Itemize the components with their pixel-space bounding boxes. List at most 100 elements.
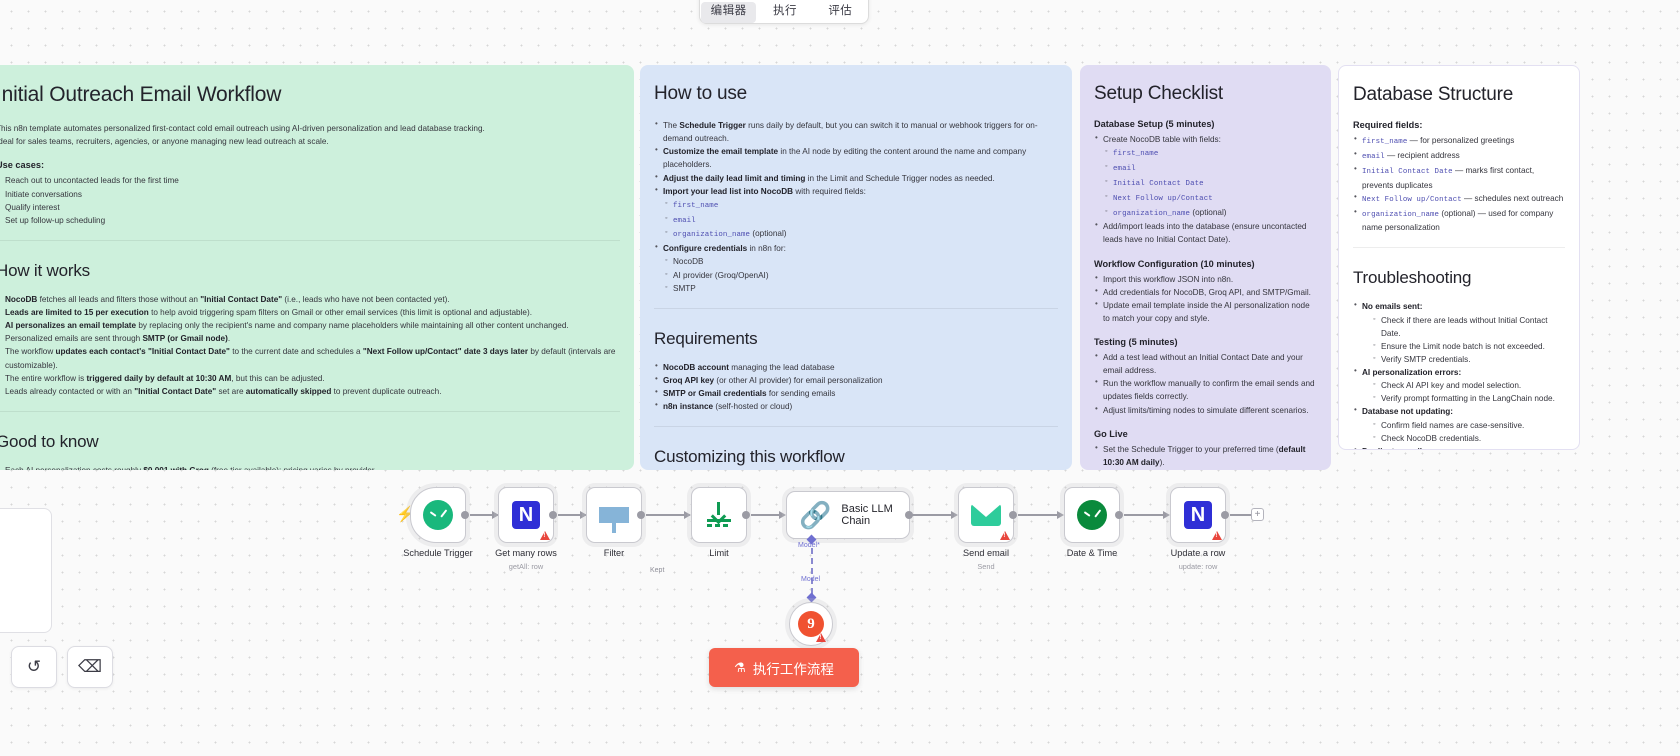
list-item: Personalized emails are sent through SMT…	[0, 332, 620, 345]
output-port[interactable]	[905, 511, 913, 519]
output-port[interactable]	[742, 511, 750, 519]
testing-list: Add a test lead without an Initial Conta…	[1094, 350, 1317, 417]
model-label-top: Model*	[798, 542, 820, 549]
troubleshooting-subitems: Check if there are leads without Initial…	[1372, 314, 1565, 367]
output-port[interactable]	[1009, 511, 1017, 519]
tab-editor[interactable]: 编辑器	[701, 2, 757, 23]
database-setup-item2: Add/import leads into the database (ensu…	[1094, 219, 1317, 246]
list-item: Confirm field names are case-sensitive.	[1372, 419, 1565, 432]
sticky-note-setup-checklist[interactable]: Setup Checklist Database Setup (5 minute…	[1080, 65, 1331, 470]
list-item: Add credentials for NocoDB, Groq API, an…	[1094, 285, 1317, 299]
edge-arrow	[1163, 510, 1170, 519]
usecases-heading: Use cases:	[0, 160, 45, 171]
list-item: NocoDB fetches all leads and filters tho…	[0, 293, 620, 306]
add-node-button[interactable]: +	[1251, 508, 1264, 521]
node-limit[interactable]: Limit	[691, 487, 750, 558]
output-port[interactable]	[461, 511, 469, 519]
testing-heading: Testing (5 minutes)	[1094, 337, 1178, 348]
go-live-list: Set the Schedule Trigger to your preferr…	[1094, 442, 1317, 470]
edge	[1230, 514, 1252, 516]
funnel-icon	[599, 507, 629, 533]
how-it-works-heading: How it works	[0, 260, 90, 280]
output-port[interactable]	[1221, 511, 1229, 519]
edge	[912, 514, 956, 516]
list-item: Customize the email template in the AI n…	[654, 144, 1058, 171]
list-item: Update email template inside the AI pers…	[1094, 298, 1317, 325]
node-date-time[interactable]: Date & Time	[1064, 487, 1123, 558]
setup-checklist-heading: Setup Checklist	[1094, 83, 1224, 104]
database-setup-item: Create NocoDB table with fields:	[1094, 132, 1317, 146]
sticky-note-overview[interactable]: Initial Outreach Email Workflow This n8n…	[0, 65, 634, 470]
troubleshooting-group: AI personalization errors:Check AI API k…	[1353, 365, 1565, 405]
pin-button[interactable]: ⌫	[67, 646, 113, 688]
required-fields-list: first_nameemailorganization_name (option…	[664, 198, 1058, 243]
node-groq-chat-model[interactable]: 9 Groq Chat Model	[776, 602, 846, 661]
list-item: Import your lead list into NocoDB with r…	[654, 184, 1058, 198]
sticky-note-database-structure[interactable]: Database Structure Required fields: firs…	[1338, 65, 1580, 450]
list-item: AI personalizes an email template by rep…	[0, 319, 620, 332]
top-tab-strip[interactable]: 编辑器 执行 评估	[699, 0, 869, 24]
list-item: first_name	[664, 198, 1058, 213]
output-port[interactable]	[549, 511, 557, 519]
go-live-heading: Go Live	[1094, 428, 1128, 439]
edge-arrow	[684, 510, 691, 519]
node-send-email[interactable]: Send email Send	[958, 487, 1017, 571]
execute-workflow-button[interactable]: ⚗ 执行工作流程	[709, 648, 859, 687]
list-item: first_name	[1104, 146, 1317, 161]
node-schedule-trigger[interactable]: Schedule Trigger	[403, 487, 473, 558]
good-to-know-list: Each AI personalization costs roughly $0…	[0, 464, 620, 470]
db-required-fields-list: first_name — for personalized greetingse…	[1353, 133, 1565, 234]
list-item: NocoDB account managing the lead databas…	[654, 360, 1058, 374]
tab-evaluations[interactable]: 评估	[828, 5, 853, 17]
warning-icon	[540, 531, 550, 540]
list-item: first_name — for personalized greetings	[1353, 133, 1565, 149]
list-item: Check AI API key and model selection.	[1372, 379, 1565, 392]
usecases-list: Reach out to uncontacted leads for the f…	[0, 174, 620, 227]
node-label: Get many rows	[495, 548, 557, 558]
node-label: Date & Time	[1066, 548, 1118, 558]
database-setup-heading: Database Setup (5 minutes)	[1094, 119, 1215, 129]
list-item: n8n instance (self-hosted or cloud)	[654, 399, 1058, 413]
list-item: organization_name (optional)	[1104, 206, 1317, 221]
list-item: Set the Schedule Trigger to your preferr…	[1094, 442, 1317, 469]
troubleshooting-subitems: Confirm field names are case-sensitive.C…	[1372, 419, 1565, 445]
list-item: Add/import leads into the database (ensu…	[1094, 219, 1317, 246]
node-get-many-rows[interactable]: N Get many rows getAll: row	[495, 487, 557, 571]
list-item: Initiate conversations	[0, 188, 620, 201]
sticky-note-how-to-use[interactable]: How to use The Schedule Trigger runs dai…	[640, 65, 1072, 470]
list-item: Set up follow-up scheduling	[0, 214, 620, 227]
left-floating-panel[interactable]	[0, 508, 52, 633]
how-to-use-heading: How to use	[654, 83, 748, 104]
troubleshooting-list: No emails sent:Check if there are leads …	[1353, 299, 1565, 449]
nocodb-icon: N	[1184, 501, 1212, 529]
divider	[0, 410, 620, 412]
list-item: Verify SMTP credentials.	[1372, 353, 1565, 366]
list-item: Initial Contact Date — marks first conta…	[1353, 163, 1565, 192]
list-item: Add a test lead without an Initial Conta…	[1094, 350, 1317, 377]
node-label: Send email	[963, 548, 1009, 558]
list-item: SMTP	[664, 282, 1058, 295]
node-update-a-row[interactable]: N Update a row update: row	[1170, 487, 1229, 571]
node-filter[interactable]: Filter	[586, 487, 645, 558]
output-port[interactable]	[1115, 511, 1123, 519]
node-label: Update a row	[1170, 548, 1226, 558]
warning-icon	[1000, 531, 1010, 540]
edge	[1124, 514, 1168, 516]
node-subtitle: getAll: row	[508, 562, 544, 571]
list-item: Check if there are leads without Initial…	[1372, 314, 1565, 340]
chain-icon: 🔗	[799, 500, 832, 530]
requirements-list: NocoDB account managing the lead databas…	[654, 360, 1058, 414]
model-connector-bottom[interactable]	[806, 592, 817, 603]
undo-button[interactable]: ↺	[11, 646, 57, 688]
tab-executions[interactable]: 执行	[772, 5, 797, 17]
node-basic-llm-chain[interactable]: 🔗 Basic LLM Chain	[786, 491, 913, 539]
troubleshooting-group: Database not updating:Confirm field name…	[1353, 404, 1565, 445]
database-fields-list: first_nameemailInitial Contact DateNext …	[1104, 146, 1317, 220]
customizing-heading: Customizing this workflow	[654, 447, 845, 467]
list-item: Configure credentials in n8n for:	[654, 241, 1058, 255]
output-port[interactable]	[637, 511, 645, 519]
edge-label-kept: Kept	[648, 567, 667, 574]
list-item: The entire workflow is triggered daily b…	[0, 372, 620, 385]
workflow-node-graph[interactable]: ⚡ Schedule Trigger N Get many rows getAl…	[0, 476, 1680, 676]
